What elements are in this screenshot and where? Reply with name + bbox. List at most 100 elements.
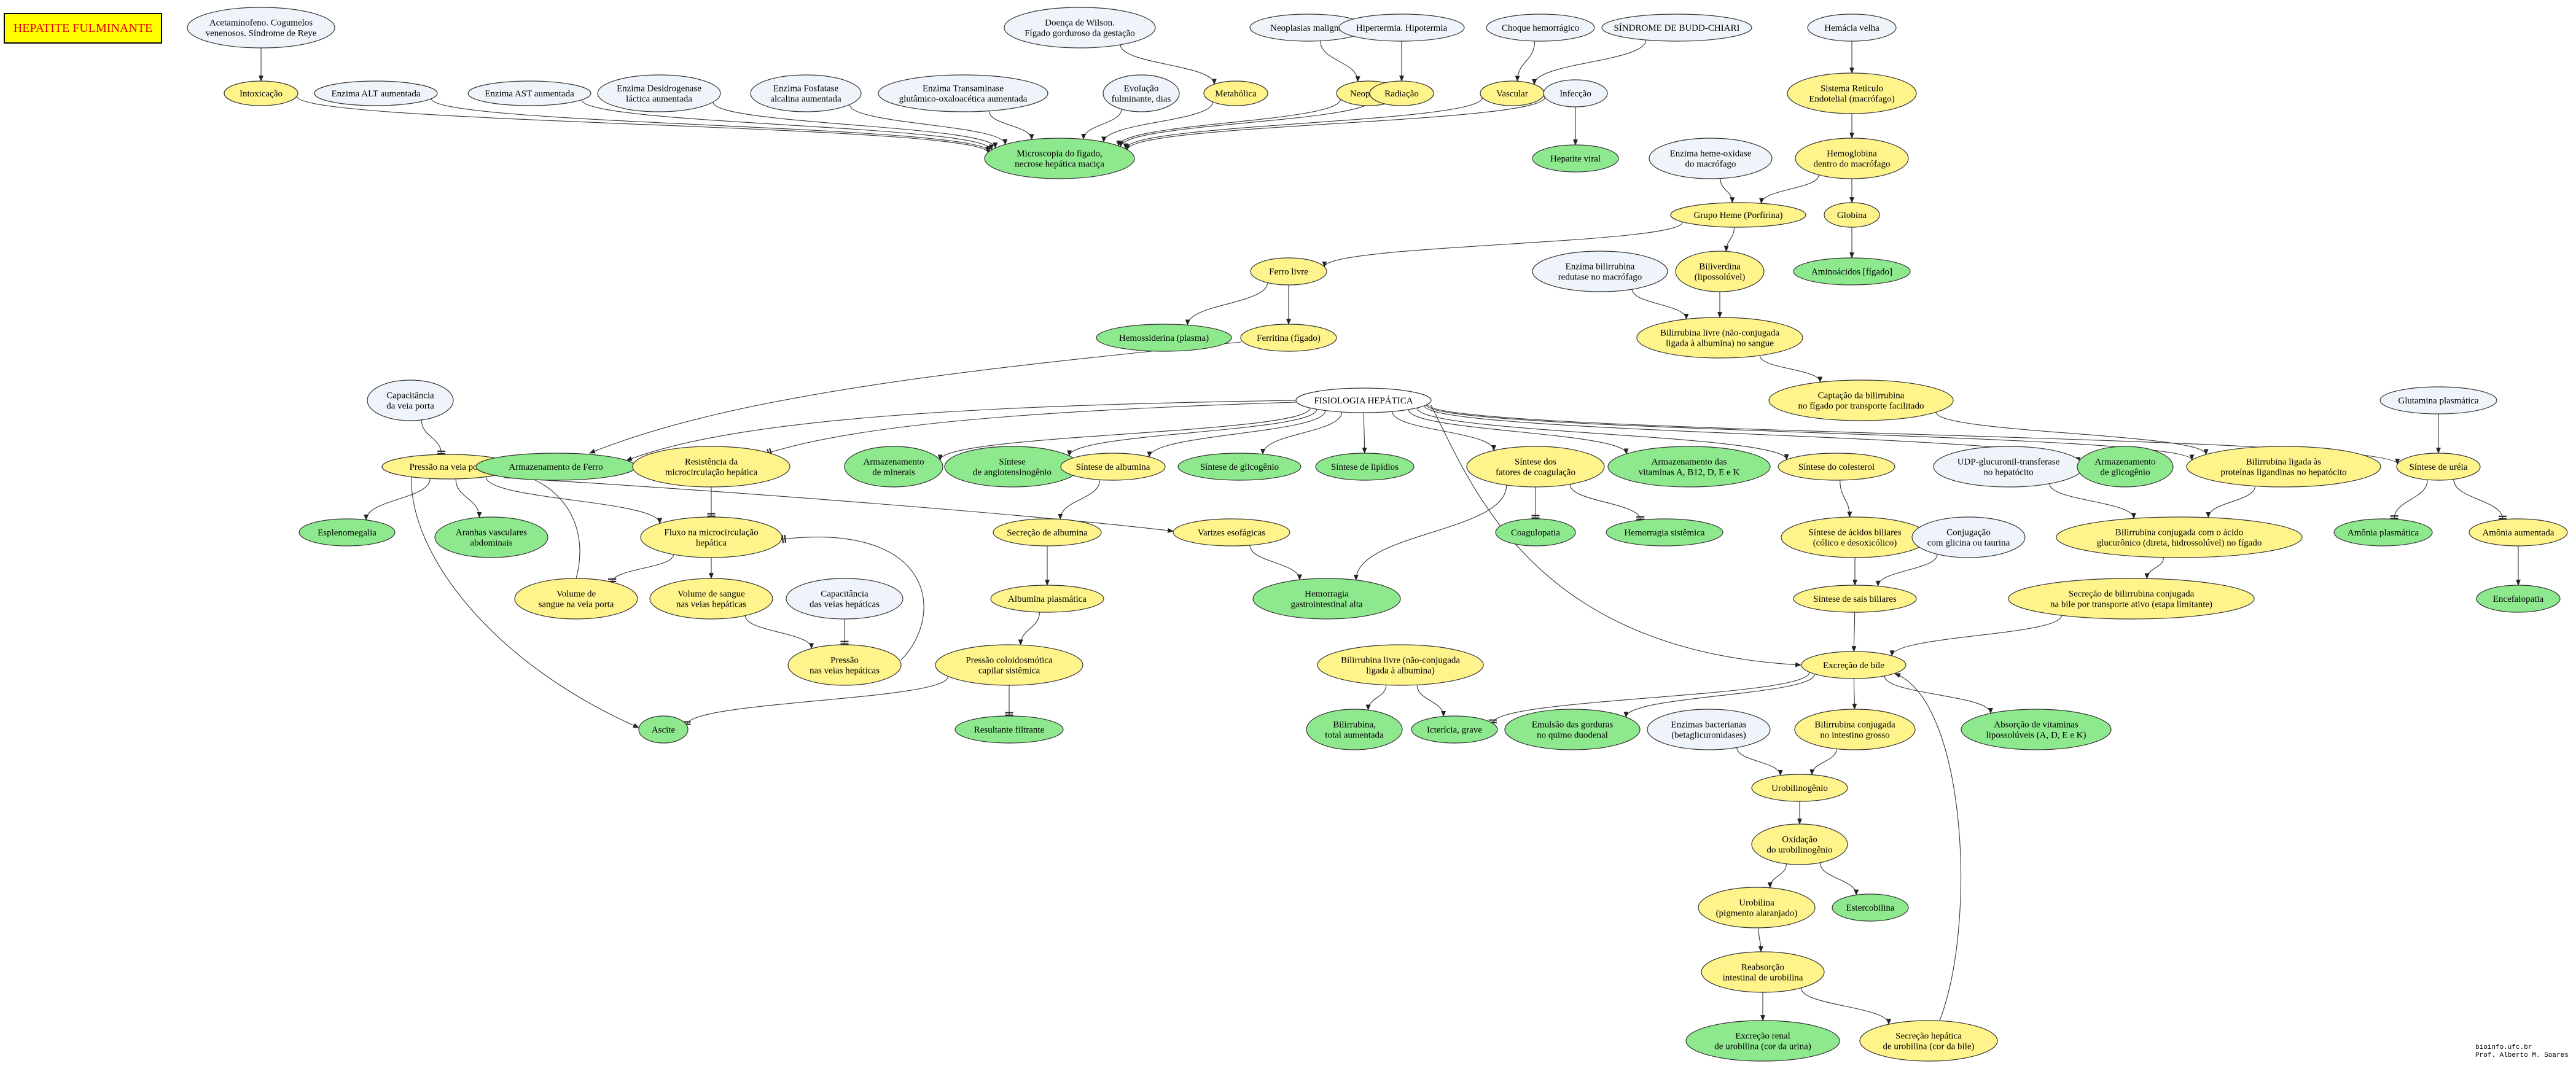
node-shape-hemossid [1096,324,1232,352]
node-label-transam: Enzima Transaminase [923,84,1004,94]
node-shape-acet [187,7,335,49]
node-label-udp: no hepatócito [1983,468,2033,478]
node-coagulo: Coagulopatia [1495,518,1576,547]
node-esterc: Estercobilina [1832,893,1909,922]
node-armferro: Armazenamento de Ferro [475,453,636,481]
node-label-enzbact: Enzimas bacterianas [1671,720,1747,730]
node-label-urob: (pigmento alaranjado) [1716,909,1798,919]
edge-bililivre2-to-icter [1416,685,1446,717]
node-shape-sre [1787,72,1917,114]
edge-wilson-to-metab [1120,44,1217,85]
edge-fisio-to-armvit [1408,409,1629,455]
edge-presshep-to-fluxo [781,534,924,661]
node-sintglic: Síntese de glicogênio [1177,453,1302,481]
edge-metab-to-micro [1101,101,1214,143]
node-shape-ldh [597,74,721,112]
node-label-biliint: no intestino grosso [1820,731,1889,741]
edge-urob-to-reabs [1758,927,1763,952]
node-sintcol: Síntese do colesterol [1778,453,1895,481]
node-shape-albpl [990,585,1104,613]
node-label-bilitot: Bilirrubina, [1333,720,1376,730]
node-label-urob: Urobilina [1739,898,1774,908]
node-label-sre: Sistema Retículo [1821,84,1883,94]
node-sintureia: Síntese de uréia [2396,453,2481,481]
node-label-hemog: dentro do macrófago [1814,160,1891,169]
node-label-varizes: Varizes esofágicas [1198,528,1266,538]
node-shape-esplen [299,518,396,547]
node-pressport: Pressão na veia porta [381,454,515,480]
node-shape-icter [1411,715,1498,744]
edge-oxid-to-urob [1767,863,1787,889]
node-shape-glut [2379,386,2497,414]
node-label-aminoac: Aminoácidos [fígado] [1811,267,1892,277]
node-label-reabs: intestinal de urobilina [1723,973,1803,983]
node-sintalb: Síntese de albumina [1060,453,1166,481]
edge-radia-to-micro [1118,98,1373,147]
node-shape-ferro [1250,257,1327,286]
node-label-wilson: Doença de Wilson. [1045,18,1115,28]
node-shape-sintglic [1177,453,1302,481]
node-label-angio: Síntese [999,457,1026,467]
node-label-ldh: láctica aumentada [626,95,692,104]
node-shape-choque [1486,14,1595,42]
node-shape-sintureia [2396,453,2481,481]
node-label-captacao: no fígado por transporte facilitado [1798,402,1924,411]
node-shape-sintalb [1060,453,1166,481]
node-globina: Globina [1824,202,1880,228]
node-label-volhep: nas veias hepáticas [676,600,746,610]
edge-pressport-to-varizes [503,477,1174,533]
node-label-biliint: Bilirrubina conjugada [1814,720,1895,730]
node-shape-biliconj [2056,516,2303,558]
node-shape-hiper [1338,14,1465,42]
node-shape-biliprot [2186,446,2381,488]
node-label-biliconj: glucurônico (direta, hidrossolúvel) no f… [2097,539,2262,548]
node-label-volporta: sangue na veia porta [539,600,614,610]
node-label-sintalb: Síntese de albumina [1076,462,1150,472]
node-sintlip: Síntese de lipídios [1315,453,1415,481]
edge-bilired-to-bililivre [1631,289,1689,320]
edge-excbile-to-absvit [1884,675,1993,714]
node-shape-volhep [649,578,773,620]
node-label-heme_ox: Enzima heme-oxidase [1670,149,1752,159]
node-label-infec: Infecção [1559,89,1591,99]
node-shape-esterc [1832,893,1909,922]
node-shape-reabs [1701,951,1825,993]
edge-ast-to-micro [581,99,994,151]
node-shape-hemog [1795,138,1909,179]
node-label-sechep: de urobilina (cor da bile) [1883,1042,1974,1052]
node-label-hemog: Hemoglobina [1827,149,1877,159]
node-hepviral: Hepatite viral [1532,144,1619,173]
node-hemossid: Hemossiderina (plasma) [1096,324,1232,352]
node-ferritina: Ferritina (fígado) [1240,324,1337,352]
node-biliv: Biliverdina(lipossolúvel) [1675,251,1765,292]
node-label-intox: Intoxicação [240,89,283,99]
node-label-conjgli: Conjugação [1946,528,1991,538]
edge-secbili-to-excbile [1889,615,2062,657]
node-ast: Enzima AST aumentada [467,80,591,106]
node-shape-fosf [750,74,862,112]
node-label-sintcoag: fatores de coagulação [1496,468,1575,478]
node-label-hemsist: Hemorragia sistêmica [1624,528,1705,538]
edge-neopl-to-micro [1116,99,1341,147]
node-shape-heme_ox [1649,138,1773,179]
edge-udp-to-biliconj [2049,483,2136,519]
node-label-secalb: Secreção de albumina [1007,528,1088,538]
node-shape-resist [632,446,790,488]
node-shape-evol [1103,74,1180,112]
node-shape-armvit [1607,446,1771,488]
node-label-armmin: de minerais [872,468,915,478]
node-hemvelha: Hemácia velha [1807,14,1897,42]
node-label-bilitot: total aumentada [1325,731,1384,741]
edge-heme-to-ferro [1322,222,1684,268]
node-shape-infec [1543,79,1608,107]
node-resfilt: Resultante filtrante [954,715,1064,744]
